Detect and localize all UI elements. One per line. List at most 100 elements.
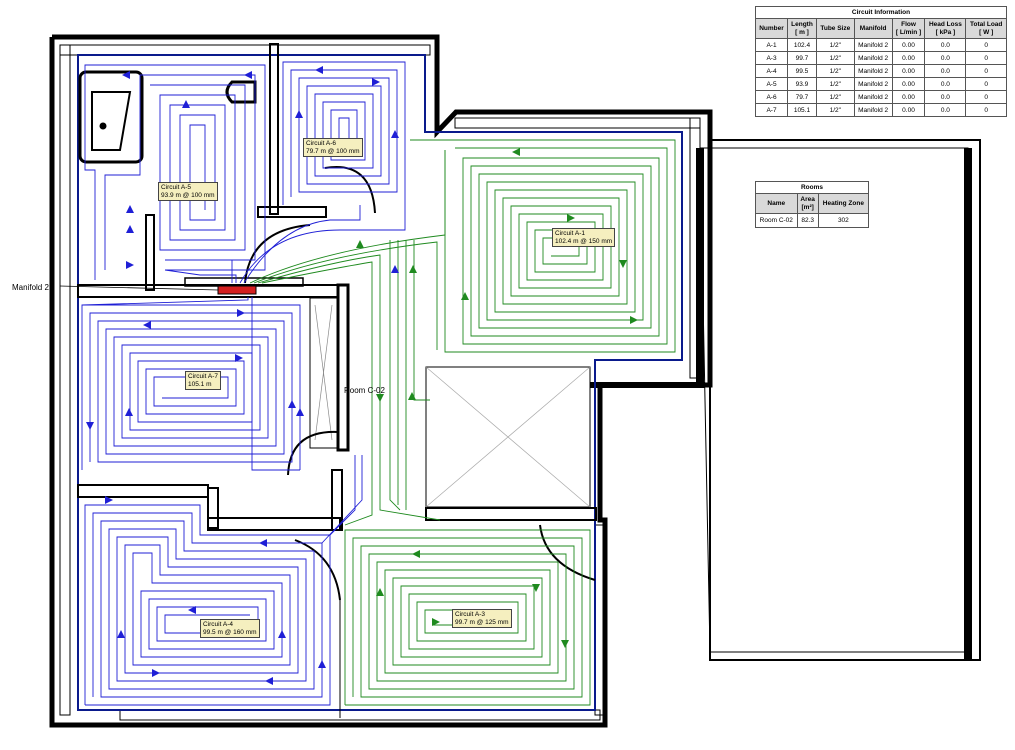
circuit-label-a3[interactable]: Circuit A-3 99.7 m @ 125 mm <box>452 609 512 628</box>
table-cell: 0.00 <box>891 64 926 78</box>
manifold-feed-lines <box>81 150 446 544</box>
exterior-walls <box>49 34 713 728</box>
table-cell: 1/2" <box>815 38 855 52</box>
table-cell: 105.1 <box>787 103 817 117</box>
table-cell: 102.4 <box>787 38 817 52</box>
table-cell: 99.7 <box>787 51 817 65</box>
circuit-label-detail: 79.7 m @ 100 mm <box>306 147 360 155</box>
interior-walls <box>77 43 597 718</box>
column-header: Head Loss[ kPa ] <box>924 18 967 39</box>
table-cell: 0.0 <box>924 103 967 117</box>
circuit-label-a7[interactable]: Circuit A-7 105.1 m <box>185 371 221 390</box>
table-cell: Manifold 2 <box>853 77 893 91</box>
table-cell: 302 <box>817 213 870 228</box>
table-cell: Manifold 2 <box>853 103 893 117</box>
table-cell: 1/2" <box>815 90 855 104</box>
manifold <box>59 285 257 295</box>
table-cell: 0 <box>965 51 1007 65</box>
table-cell: 1/2" <box>815 77 855 91</box>
table-cell: 99.5 <box>787 64 817 78</box>
table-cell: A-7 <box>754 103 789 117</box>
table-cell: 1/2" <box>815 51 855 65</box>
table-cell: 0.0 <box>924 38 967 52</box>
circuit-a7-tubing <box>81 304 301 470</box>
circuit-a4-tubing <box>84 504 331 706</box>
circuit-label-title: Circuit A-3 <box>455 611 485 618</box>
circuit-table-title: Circuit Information <box>755 6 1007 18</box>
table-cell: A-5 <box>754 77 789 91</box>
circuit-label-a1[interactable]: Circuit A-1 102.4 m @ 150 mm <box>552 228 616 247</box>
circuit-a1-tubing <box>410 139 676 353</box>
circuit-label-title: Circuit A-7 <box>188 373 218 380</box>
table-cell: 1/2" <box>815 103 855 117</box>
rooms-table-title: Rooms <box>755 181 869 193</box>
circuit-label-title: Circuit A-1 <box>555 230 585 237</box>
table-cell: 0 <box>965 38 1007 52</box>
circuit-label-a4[interactable]: Circuit A-4 99.5 m @ 160 mm <box>200 619 260 638</box>
table-cell: Manifold 2 <box>853 90 893 104</box>
table-cell: 0.0 <box>924 77 967 91</box>
column-header: Flow[ L/min ] <box>891 18 926 39</box>
room-outline <box>77 54 683 711</box>
table-cell: 0.00 <box>891 90 926 104</box>
table-cell: 0.00 <box>891 77 926 91</box>
circuit-label-detail: 102.4 m @ 150 mm <box>555 237 613 245</box>
table-cell: 0 <box>965 90 1007 104</box>
flow-arrows <box>86 66 638 685</box>
table-cell: 79.7 <box>787 90 817 104</box>
column-header: Tube Size <box>815 18 855 39</box>
table-cell: Manifold 2 <box>853 38 893 52</box>
table-cell: 0 <box>965 77 1007 91</box>
column-header: Manifold <box>853 18 893 39</box>
table-cell: 0.00 <box>891 51 926 65</box>
table-cell: Manifold 2 <box>853 51 893 65</box>
table-cell: 0.0 <box>924 51 967 65</box>
table-cell: 0.0 <box>924 90 967 104</box>
circuit-label-title: Circuit A-4 <box>203 621 233 628</box>
table-cell: 0 <box>965 103 1007 117</box>
circuit-label-detail: 93.9 m @ 100 mm <box>161 191 215 199</box>
table-cell: 0.00 <box>891 38 926 52</box>
manifold-label: Manifold 2 <box>12 283 49 292</box>
column-header: Total Load[ W ] <box>965 18 1007 39</box>
column-header: Name <box>755 193 798 214</box>
circuit-label-detail: 99.7 m @ 125 mm <box>455 618 509 626</box>
table-cell: A-4 <box>754 64 789 78</box>
column-header: Area[m²] <box>796 193 819 214</box>
table-cell: Manifold 2 <box>853 64 893 78</box>
column-header: Length[ m ] <box>787 18 817 39</box>
table-cell: 0.00 <box>891 103 926 117</box>
room-label: Room C-02 <box>344 386 385 395</box>
table-cell: 1/2" <box>815 64 855 78</box>
table-cell: Room C-02 <box>755 213 798 228</box>
bathroom-fixtures <box>78 70 257 164</box>
column-header: Number <box>754 18 789 39</box>
circuit-a6-tubing <box>282 61 406 205</box>
table-cell: A-6 <box>754 90 789 104</box>
table-cell: A-1 <box>754 38 789 52</box>
table-cell: 93.9 <box>787 77 817 91</box>
circuit-label-title: Circuit A-6 <box>306 140 336 147</box>
circuit-label-a6[interactable]: Circuit A-6 79.7 m @ 100 mm <box>303 138 363 157</box>
circuit-label-title: Circuit A-5 <box>161 184 191 191</box>
table-cell: 0.0 <box>924 64 967 78</box>
table-cell: 0 <box>965 64 1007 78</box>
circuit-label-a5[interactable]: Circuit A-5 93.9 m @ 100 mm <box>158 182 218 201</box>
circuit-label-detail: 99.5 m @ 160 mm <box>203 628 257 636</box>
column-header: Heating Zone <box>817 193 870 214</box>
circuit-a3-tubing <box>344 529 591 706</box>
circuit-a5-tubing <box>84 64 266 280</box>
